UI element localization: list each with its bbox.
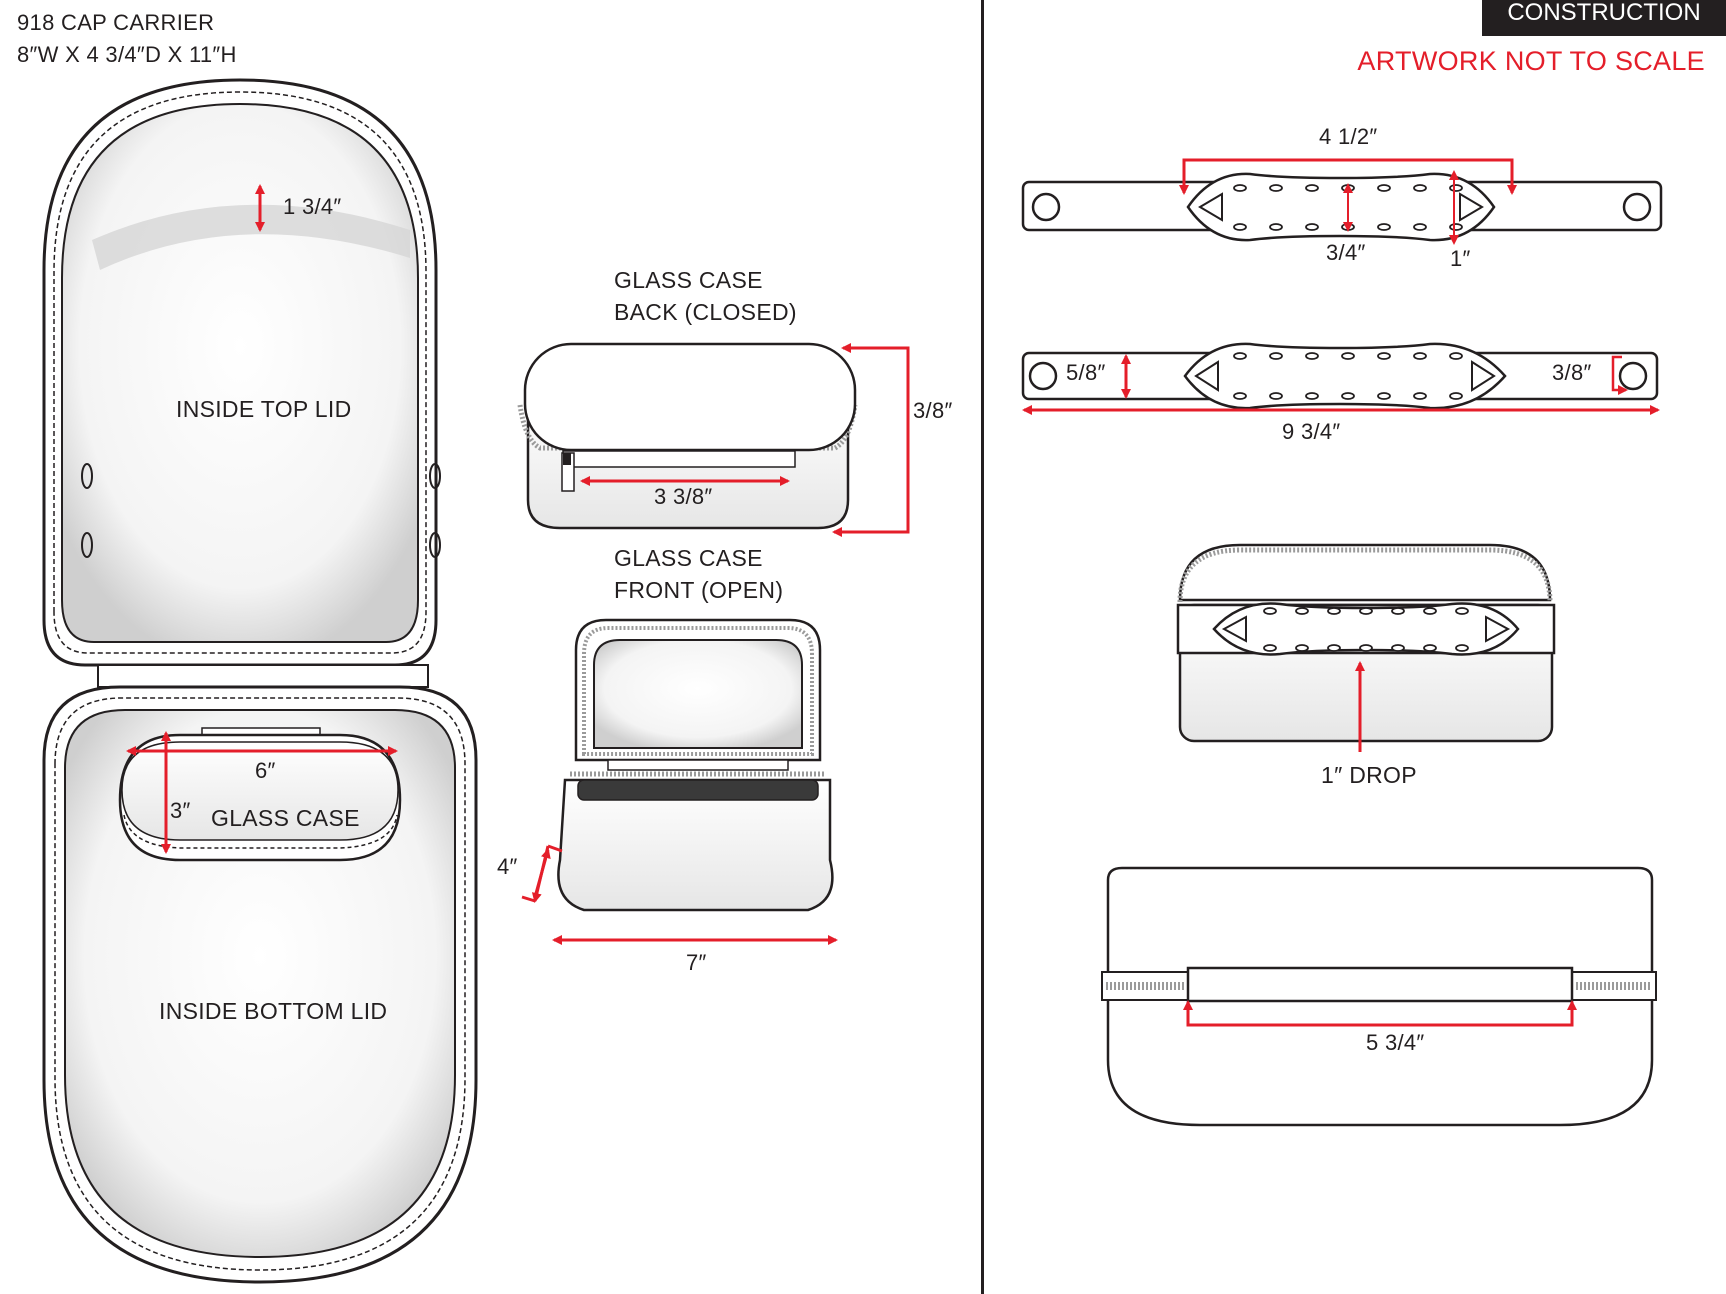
page-divider	[981, 0, 984, 1294]
glass-case-top-view	[118, 727, 402, 862]
inside-top-lid-drawing	[42, 78, 441, 667]
handle-drop-label: 1″ DROP	[1321, 762, 1417, 788]
back-zipper-width-label: 3 3/8″	[654, 484, 713, 509]
inside-top-lid-label: INSIDE TOP LID	[176, 396, 352, 422]
product-dimensions: 8″W X 4 3/4″D X 11″H	[17, 42, 237, 67]
bottom-width-label: 5 3/4″	[1366, 1030, 1425, 1055]
strap-length-label: 9 3/4″	[1282, 419, 1341, 444]
case-bottom-drawing	[1101, 866, 1657, 1127]
product-name: 918 CAP CARRIER	[17, 10, 215, 35]
glass-case-front-drawing	[557, 618, 834, 912]
grip-height-label: 1″	[1450, 246, 1471, 271]
handle-strap-drawing-2	[1021, 342, 1659, 410]
glass-case-height-label: 3″	[170, 798, 191, 823]
front-depth-label: 4″	[497, 854, 518, 879]
handle-drop-drawing	[1176, 543, 1556, 743]
handle-strap-drawing-1	[1021, 172, 1663, 242]
top-lid-depth-label: 1 3/4″	[283, 194, 342, 219]
back-view-title-2: BACK (CLOSED)	[614, 299, 797, 325]
grip-width-label: 3/4″	[1326, 240, 1366, 265]
back-height-label: 3/8″	[913, 398, 953, 423]
front-view-title-2: FRONT (OPEN)	[614, 577, 784, 603]
back-view-title-1: GLASS CASE	[614, 267, 763, 293]
grip-length-label: 4 1/2″	[1319, 124, 1378, 149]
hole-diameter-label: 3/8″	[1552, 360, 1592, 385]
front-width-label: 7″	[686, 950, 707, 975]
inside-bottom-lid-label: INSIDE BOTTOM LID	[159, 998, 388, 1024]
section-tab: CONSTRUCTION	[1482, 0, 1726, 36]
strap-width-label: 5/8″	[1066, 360, 1106, 385]
glass-case-width-label: 6″	[255, 758, 276, 783]
glass-case-back-drawing	[517, 342, 858, 530]
scale-notice: ARTWORK NOT TO SCALE	[1357, 46, 1705, 76]
glass-case-label: GLASS CASE	[211, 805, 360, 831]
front-view-title-1: GLASS CASE	[614, 545, 763, 571]
